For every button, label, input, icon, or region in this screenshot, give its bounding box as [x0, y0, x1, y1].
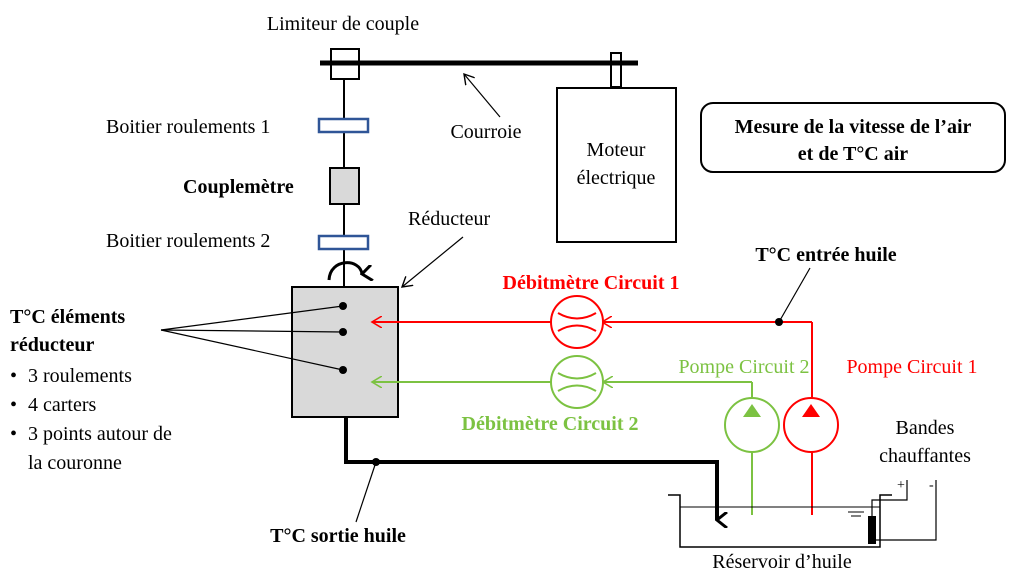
bullet-item: • [10, 365, 17, 387]
bullet-item: • [10, 394, 17, 416]
belt-label: Courroie [450, 121, 521, 143]
heating-band [868, 516, 876, 544]
motor-label: Moteur [587, 139, 646, 161]
gearbox-label: Réducteur [408, 208, 491, 230]
gearbox-callout [402, 236, 464, 287]
rotation-arrow [327, 261, 362, 280]
plus-terminal: + [897, 478, 905, 493]
torque-limiter-label: Limiteur de couple [267, 13, 419, 35]
electric-motor [556, 87, 677, 243]
bullet-item-text: la couronne [28, 452, 122, 474]
oil-reservoir [668, 494, 892, 548]
pump-1-label: Pompe Circuit 1 [846, 356, 977, 378]
reservoir-label: Réservoir d’huile [712, 551, 852, 573]
bearing-housing-1 [317, 117, 370, 134]
oil-inlet-temp-label: T°C entrée huile [755, 244, 896, 266]
pump-circuit-2 [724, 397, 780, 453]
gearbox-elements-temp-label: T°C éléments [10, 306, 125, 328]
flowmeter-circuit-2 [550, 355, 604, 409]
oil-outlet-temp-label: T°C sortie huile [270, 525, 406, 547]
bearing-housing-2-label: Boitier roulements 2 [106, 230, 270, 252]
air-measurement-line2: et de T°C air [798, 143, 909, 165]
motor-pulley [610, 52, 622, 88]
bearing-housing-2 [317, 234, 370, 251]
air-measurement-box [700, 102, 1006, 173]
flowmeter-1-label: Débitmètre Circuit 1 [503, 272, 680, 294]
bearing-housing-1-label: Boitier roulements 1 [106, 116, 270, 138]
pump-circuit-1 [783, 397, 839, 453]
bullet-item-text: 3 roulements [28, 365, 132, 387]
heating-bands-label-2: chauffantes [879, 445, 971, 467]
torque-meter-label: Couplemètre [183, 176, 294, 198]
torque-meter [329, 167, 360, 205]
oil-return-line [344, 417, 717, 520]
pump-2-label: Pompe Circuit 2 [678, 356, 809, 378]
bullet-item-text: 3 points autour de [28, 423, 172, 445]
gearbox-elements-temp-label-2: réducteur [10, 334, 95, 356]
flowmeter-2-label: Débitmètre Circuit 2 [462, 413, 639, 435]
air-measurement-line1: Mesure de la vitesse de l’air [735, 116, 972, 138]
belt-callout [464, 74, 501, 118]
motor-label-2: électrique [577, 167, 656, 189]
heating-bands-label: Bandes [896, 417, 955, 439]
minus-terminal: - [929, 478, 934, 493]
bullet-item: • [10, 423, 17, 445]
bullet-item-text: 4 carters [28, 394, 97, 416]
flowmeter-circuit-1 [550, 295, 604, 349]
